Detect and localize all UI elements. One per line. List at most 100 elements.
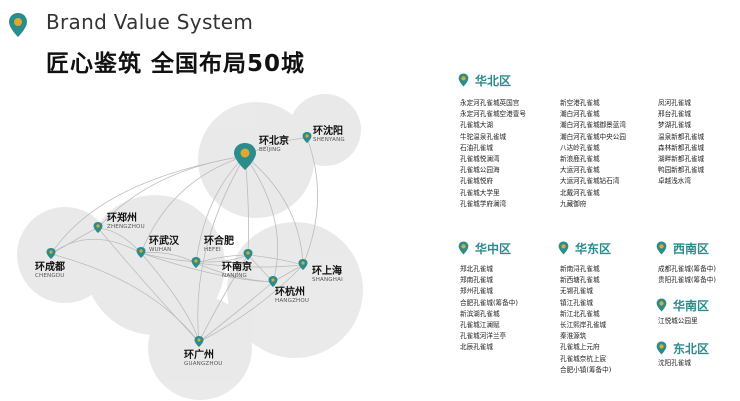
city-label-chengdu: 环成都 CHENGDU bbox=[35, 262, 65, 280]
guangzhou-pin bbox=[194, 336, 204, 347]
city-label-hangzhou: 环杭州 HANGZHOU bbox=[275, 287, 309, 305]
region-header: 华中区 bbox=[458, 240, 511, 256]
chengdu-pin bbox=[46, 248, 56, 259]
city-name-en: NANJING bbox=[222, 273, 248, 279]
list-item: 凤河孔雀城 bbox=[658, 99, 691, 107]
list-item: 八达岭孔雀城 bbox=[560, 143, 600, 152]
region-title: 东北区 bbox=[673, 341, 710, 356]
list-item: 新江北孔雀城 bbox=[560, 309, 600, 318]
list-item: 新西塘孔雀城 bbox=[560, 276, 600, 285]
list-item: 成都孔雀城(筹备中) bbox=[658, 265, 716, 273]
east-list: 新南浔孔雀城 新西塘孔雀城 无锡孔雀城 镇江孔雀城 新江北孔雀城 长江熙岸孔雀城… bbox=[560, 264, 611, 376]
list-item: 森林新都孔雀城 bbox=[658, 143, 705, 152]
page-subtitle: 匠心鉴筑 全国布局50城 bbox=[46, 51, 306, 77]
network-map-graphic bbox=[17, 94, 363, 400]
region-title: 华东区 bbox=[575, 241, 612, 256]
location-pin-icon bbox=[458, 73, 469, 87]
city-label-zhengzhou: 环郑州 ZHENGZHOU bbox=[107, 213, 145, 231]
list-item: 秦淮源筑 bbox=[560, 332, 587, 341]
city-name: 环上海 bbox=[312, 266, 342, 277]
list-item: 卓越浅水湾 bbox=[658, 177, 691, 186]
list-item: 孔雀城奈杭上宸 bbox=[560, 354, 607, 363]
city-label-shenyang: 环沈阳 SHENYANG bbox=[313, 126, 345, 144]
region-header: 东北区 bbox=[656, 340, 709, 356]
city-label-wuhan: 环武汉 WUHAN bbox=[149, 236, 179, 254]
north-list-col2: 新空港孔雀城 潮白河孔雀城 潮白河孔雀城御景蓝湾 潮白河孔雀城中央公园 八达岭孔… bbox=[560, 98, 626, 210]
location-pin-icon bbox=[656, 241, 667, 255]
city-name-en: BEIJING bbox=[259, 147, 281, 153]
shenyang-coverage-circle bbox=[289, 94, 361, 166]
list-item: 温泉新都孔雀城 bbox=[658, 132, 705, 141]
city-name-en: GUANGZHOU bbox=[184, 361, 223, 367]
list-item: 江悦城公园里 bbox=[658, 317, 698, 325]
location-pin-icon bbox=[9, 13, 27, 37]
city-name-en: SHANGHAI bbox=[312, 277, 343, 283]
list-item: 石油孔雀城 bbox=[460, 143, 493, 152]
central-list: 郑北孔雀城 郑南孔雀城 郑州孔雀城 合肥孔雀城(筹备中) 新滨湖孔雀城 孔雀城江… bbox=[460, 264, 518, 354]
north-list-col3: 凤河孔雀城 邢台孔雀城 梦湖孔雀城 温泉新都孔雀城 森林新都孔雀城 湖畔新都孔雀… bbox=[658, 98, 704, 188]
list-item: 北戴河孔雀城 bbox=[560, 188, 600, 197]
city-name: 环杭州 bbox=[275, 287, 305, 298]
header: Brand Value System 匠心鉴筑 全国布局50城 bbox=[0, 0, 740, 80]
list-item: 郑北孔雀城 bbox=[460, 265, 493, 273]
city-name: 环广州 bbox=[184, 350, 214, 361]
list-item: 梦湖孔雀城 bbox=[658, 121, 691, 130]
city-label-hefei: 环合肥 HEFEI bbox=[204, 236, 234, 254]
list-item: 贵阳孔雀城(筹备中) bbox=[658, 276, 716, 285]
region-header: 华北区 bbox=[458, 72, 511, 88]
southwest-list: 成都孔雀城(筹备中) 贵阳孔雀城(筹备中) bbox=[658, 264, 716, 286]
brand-title: Brand Value System bbox=[46, 10, 254, 34]
list-item: 无锡孔雀城 bbox=[560, 287, 593, 296]
shenyang-pin bbox=[302, 132, 312, 143]
network-map: 环北京 BEIJING 环沈阳 SHENYANG 环郑州 ZHENGZHOU 环… bbox=[0, 80, 440, 401]
list-item: 镇江孔雀城 bbox=[560, 298, 593, 307]
hangzhou-pin bbox=[268, 276, 278, 287]
region-northeast: 东北区 bbox=[656, 340, 709, 356]
northeast-list: 沈阳孔雀城 bbox=[658, 358, 691, 369]
city-label-guangzhou: 环广州 GUANGZHOU bbox=[184, 350, 223, 368]
zhengzhou-pin bbox=[93, 222, 103, 233]
region-title: 西南区 bbox=[673, 241, 710, 256]
beijing-main-pin bbox=[234, 143, 256, 170]
nanjing-pin bbox=[243, 249, 253, 260]
region-header: 华南区 bbox=[656, 297, 709, 313]
list-item: 大运河孔雀城钻石湾 bbox=[560, 177, 620, 186]
list-item: 永定河孔雀城空港壹号 bbox=[460, 110, 526, 119]
list-item: 潮白河孔雀城 bbox=[560, 110, 600, 119]
city-pins bbox=[46, 132, 312, 347]
list-item: 郑南孔雀城 bbox=[460, 276, 493, 285]
city-label-nanjing: 环南京 NANJING bbox=[222, 262, 252, 280]
region-south: 华南区 bbox=[656, 297, 709, 313]
list-item: 新滨湖孔雀城 bbox=[460, 309, 500, 318]
list-item: 孔雀城大学里 bbox=[460, 188, 500, 197]
guangzhou-coverage-circle bbox=[148, 296, 252, 400]
location-pin-icon bbox=[458, 241, 469, 255]
city-name-en: HANGZHOU bbox=[275, 298, 310, 304]
list-item: 孔雀城学府澜湾 bbox=[460, 199, 507, 208]
list-item: 潮白河孔雀城中央公园 bbox=[560, 132, 626, 141]
list-item: 郑州孔雀城 bbox=[460, 287, 493, 296]
list-item: 孔雀城大湖 bbox=[460, 121, 493, 130]
city-name: 环南京 bbox=[222, 262, 252, 273]
region-east: 华东区 bbox=[558, 240, 611, 256]
list-item: 孔雀城江澜赋 bbox=[460, 320, 500, 329]
list-item: 大运河孔雀城 bbox=[560, 166, 600, 175]
city-name-en: CHENGDU bbox=[35, 273, 65, 279]
list-item: 合肥孔雀城(筹备中) bbox=[460, 298, 518, 307]
list-item: 孔雀城上元府 bbox=[560, 343, 600, 352]
list-item: 沈阳孔雀城 bbox=[658, 359, 691, 367]
list-item: 新南浔孔雀城 bbox=[560, 265, 600, 273]
list-item: 孔雀城悦澜湾 bbox=[460, 154, 500, 163]
city-name-en: HEFEI bbox=[204, 247, 221, 253]
region-header: 华东区 bbox=[558, 240, 611, 256]
list-item: 孔雀城悦府 bbox=[460, 177, 493, 186]
city-label-shanghai: 环上海 SHANGHAI bbox=[312, 266, 343, 284]
beijing-coverage-circle bbox=[198, 102, 314, 218]
city-name: 环沈阳 bbox=[313, 126, 343, 137]
hefei-pin bbox=[191, 257, 201, 268]
shanghai-pin bbox=[298, 259, 308, 270]
north-list-col1: 永定河孔雀城英国宫 永定河孔雀城空港壹号 孔雀城大湖 牛驼温泉孔雀城 石油孔雀城… bbox=[460, 98, 526, 210]
location-pin-icon bbox=[656, 341, 667, 355]
city-name-en: WUHAN bbox=[149, 247, 172, 253]
list-item: 九藏御府 bbox=[560, 199, 587, 208]
